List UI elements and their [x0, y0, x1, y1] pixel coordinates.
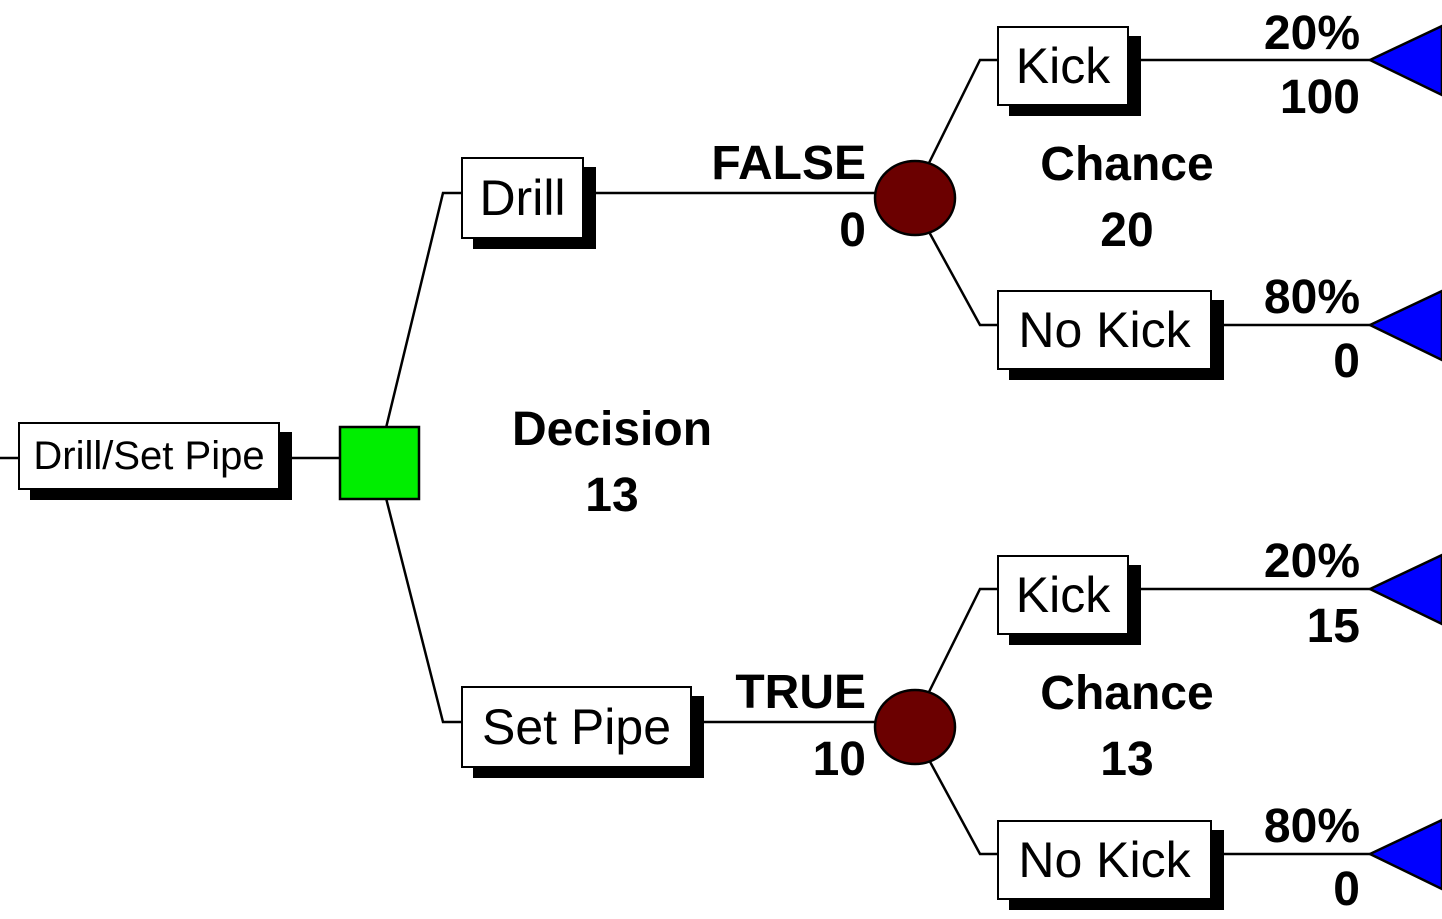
- root-label-box[interactable]: Drill/Set Pipe: [18, 422, 280, 490]
- setpipe-nokick-box[interactable]: No Kick: [997, 820, 1212, 900]
- drill-kick-label: Kick: [1015, 38, 1111, 94]
- drill-kick-probability: 20%: [1263, 7, 1360, 60]
- chance1-to-nokick-line: [926, 229, 998, 327]
- setpipe-kick-probability: 20%: [1263, 535, 1360, 588]
- setpipe-kick-payoff: 15: [1306, 600, 1360, 653]
- setpipe-kick-box[interactable]: Kick: [997, 555, 1129, 635]
- decision-name: Decision: [511, 403, 713, 456]
- chance2-to-kick-line: [926, 587, 998, 695]
- drill-nokick-box[interactable]: No Kick: [997, 290, 1212, 370]
- drill-chance-name: Chance: [1040, 138, 1214, 191]
- setpipe-choice-label: TRUE: [735, 666, 866, 719]
- setpipe-nokick-probability: 80%: [1263, 800, 1360, 853]
- drill-branch-label: Drill: [479, 170, 566, 226]
- chance2-to-nokick-line: [926, 757, 998, 856]
- root-label: Drill/Set Pipe: [33, 433, 265, 478]
- decision-to-setpipe-line: [384, 497, 462, 724]
- terminal-node-setpipe-nokick[interactable]: [1367, 818, 1442, 891]
- decision-node-square[interactable]: [338, 425, 421, 501]
- setpipe-branch-box[interactable]: Set Pipe: [461, 686, 692, 768]
- setpipe-nokick-payoff: 0: [1333, 863, 1360, 916]
- setpipe-branch-label: Set Pipe: [481, 699, 671, 755]
- drill-kick-payoff: 100: [1279, 71, 1360, 124]
- setpipe-kick-label: Kick: [1015, 567, 1111, 623]
- setpipe-nokick-label: No Kick: [1018, 832, 1191, 888]
- terminal-node-drill-kick[interactable]: [1367, 24, 1442, 97]
- setpipe-cost-label: 10: [812, 733, 866, 786]
- connector-lines: [0, 58, 1370, 856]
- terminal-node-drill-nokick[interactable]: [1367, 289, 1442, 362]
- decision-value: 13: [585, 469, 639, 522]
- setpipe-chance-value: 13: [1100, 733, 1154, 786]
- setpipe-chance-name: Chance: [1040, 667, 1214, 720]
- drill-chance-value: 20: [1100, 204, 1154, 257]
- drill-nokick-probability: 80%: [1263, 271, 1360, 324]
- chance-node-setpipe[interactable]: [873, 688, 957, 766]
- chance1-to-kick-line: [926, 58, 998, 166]
- decision-to-drill-line: [384, 191, 462, 429]
- drill-nokick-label: No Kick: [1018, 302, 1191, 358]
- drill-choice-label: FALSE: [711, 137, 866, 190]
- drill-branch-box[interactable]: Drill: [461, 157, 584, 239]
- drill-cost-label: 0: [839, 204, 866, 257]
- drill-kick-box[interactable]: Kick: [997, 26, 1129, 106]
- terminal-node-setpipe-kick[interactable]: [1367, 553, 1442, 626]
- drill-nokick-payoff: 0: [1333, 335, 1360, 388]
- chance-node-drill[interactable]: [873, 159, 957, 237]
